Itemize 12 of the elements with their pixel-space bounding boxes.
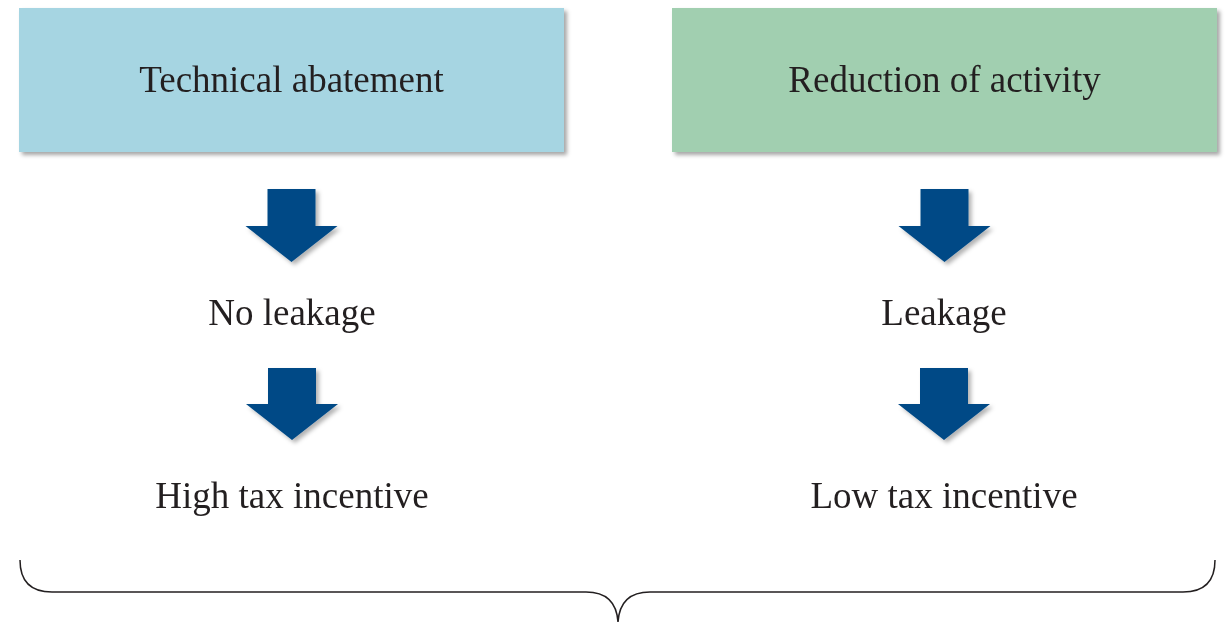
box-title: Reduction of activity xyxy=(788,57,1101,102)
outcome-text: No leakage xyxy=(142,262,442,362)
block-arrow xyxy=(246,368,338,440)
category-box xyxy=(19,8,564,152)
outcome-text: High tax incentive xyxy=(92,440,492,550)
outcome-text: Low tax incentive xyxy=(744,440,1144,550)
block-arrow xyxy=(245,189,338,262)
box-title: Technical abatement xyxy=(139,57,444,102)
block-arrow xyxy=(898,189,991,262)
outcome-text: Leakage xyxy=(794,262,1094,362)
category-box xyxy=(672,8,1217,152)
block-arrow xyxy=(898,368,990,440)
